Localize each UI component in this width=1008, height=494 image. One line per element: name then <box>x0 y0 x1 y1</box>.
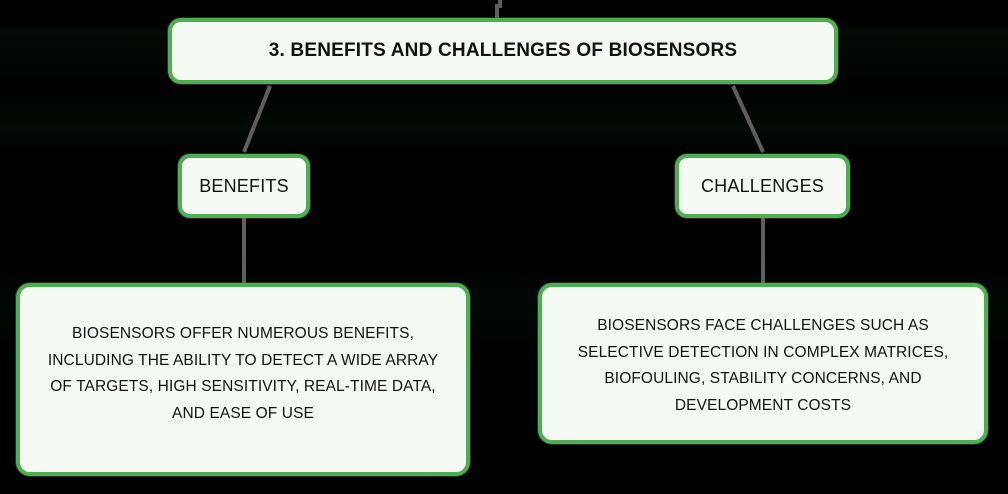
connector-incoming-root <box>495 0 502 18</box>
node-root-label: 3. BENEFITS AND CHALLENGES OF BIOSENSORS <box>268 39 738 61</box>
node-challenges-detail-text: BIOSENSORS FACE CHALLENGES SUCH AS SELEC… <box>577 317 949 414</box>
node-challenges-detail[interactable]: BIOSENSORS FACE CHALLENGES SUCH AS SELEC… <box>538 283 988 444</box>
node-challenges[interactable]: CHALLENGES <box>675 154 850 218</box>
node-benefits-detail[interactable]: BIOSENSORS OFFER NUMEROUS BENEFITS, INCL… <box>16 283 470 476</box>
node-root[interactable]: 3. BENEFITS AND CHALLENGES OF BIOSENSORS <box>168 18 838 84</box>
connector-root-to-challenges <box>731 85 765 153</box>
node-benefits[interactable]: BENEFITS <box>178 154 310 218</box>
node-benefits-detail-text: BIOSENSORS OFFER NUMEROUS BENEFITS, INCL… <box>47 325 439 422</box>
connector-root-to-benefits <box>242 85 272 153</box>
node-challenges-label: CHALLENGES <box>700 175 825 196</box>
node-benefits-label: BENEFITS <box>199 175 289 196</box>
